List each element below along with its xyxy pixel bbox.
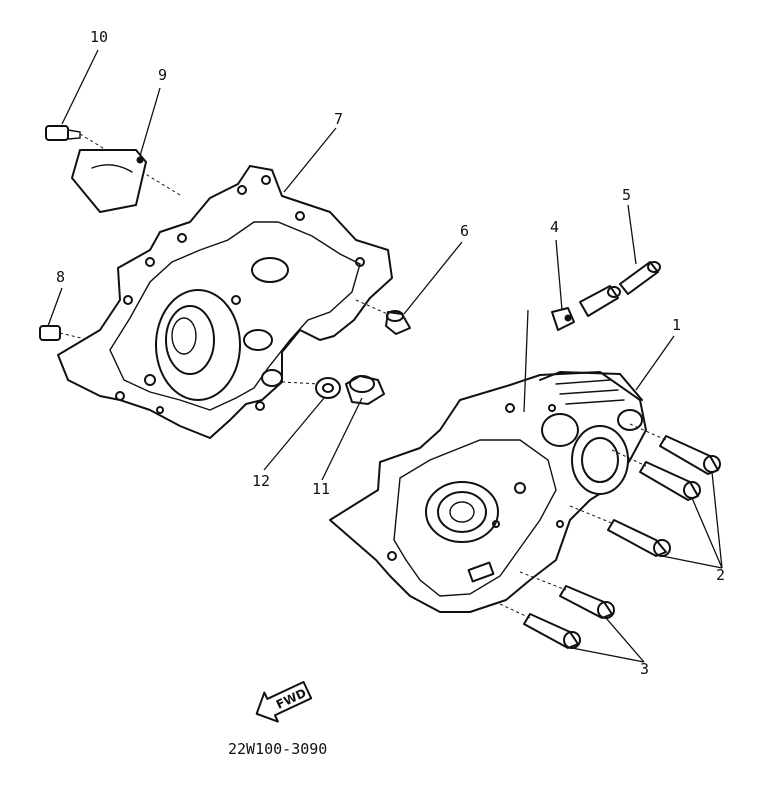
part-11-plug [345,375,385,405]
callout-6: 6 [460,222,469,240]
callout-2: 2 [716,566,725,584]
part-4-dowel [551,285,621,331]
diagram-code: 22W100-3090 [228,740,327,758]
part-12-washer [315,377,341,399]
callout-11: 11 [312,480,330,498]
callout-5: 5 [622,186,631,204]
part-2-bolts [569,423,721,557]
callout-10: 10 [90,28,108,46]
callout-12: 12 [252,472,270,490]
callout-7: 7 [334,110,343,128]
part-1-right-crankcase [329,309,647,613]
callout-labels: 10 9 7 8 6 4 5 1 2 3 12 11 [56,28,725,678]
callout-1: 1 [672,316,681,334]
part-7-left-crankcase [57,165,393,439]
fwd-arrow: FWD [255,681,313,723]
part-6-dowel [385,310,411,335]
callout-8: 8 [56,268,65,286]
callout-4: 4 [550,218,559,236]
callout-3: 3 [640,660,649,678]
part-3-bolts [499,571,615,649]
part-9-plate [71,149,147,213]
part-5-pin [619,261,661,295]
part-10-bolt [45,125,181,196]
callout-9: 9 [158,66,167,84]
leader-lines [47,49,723,663]
